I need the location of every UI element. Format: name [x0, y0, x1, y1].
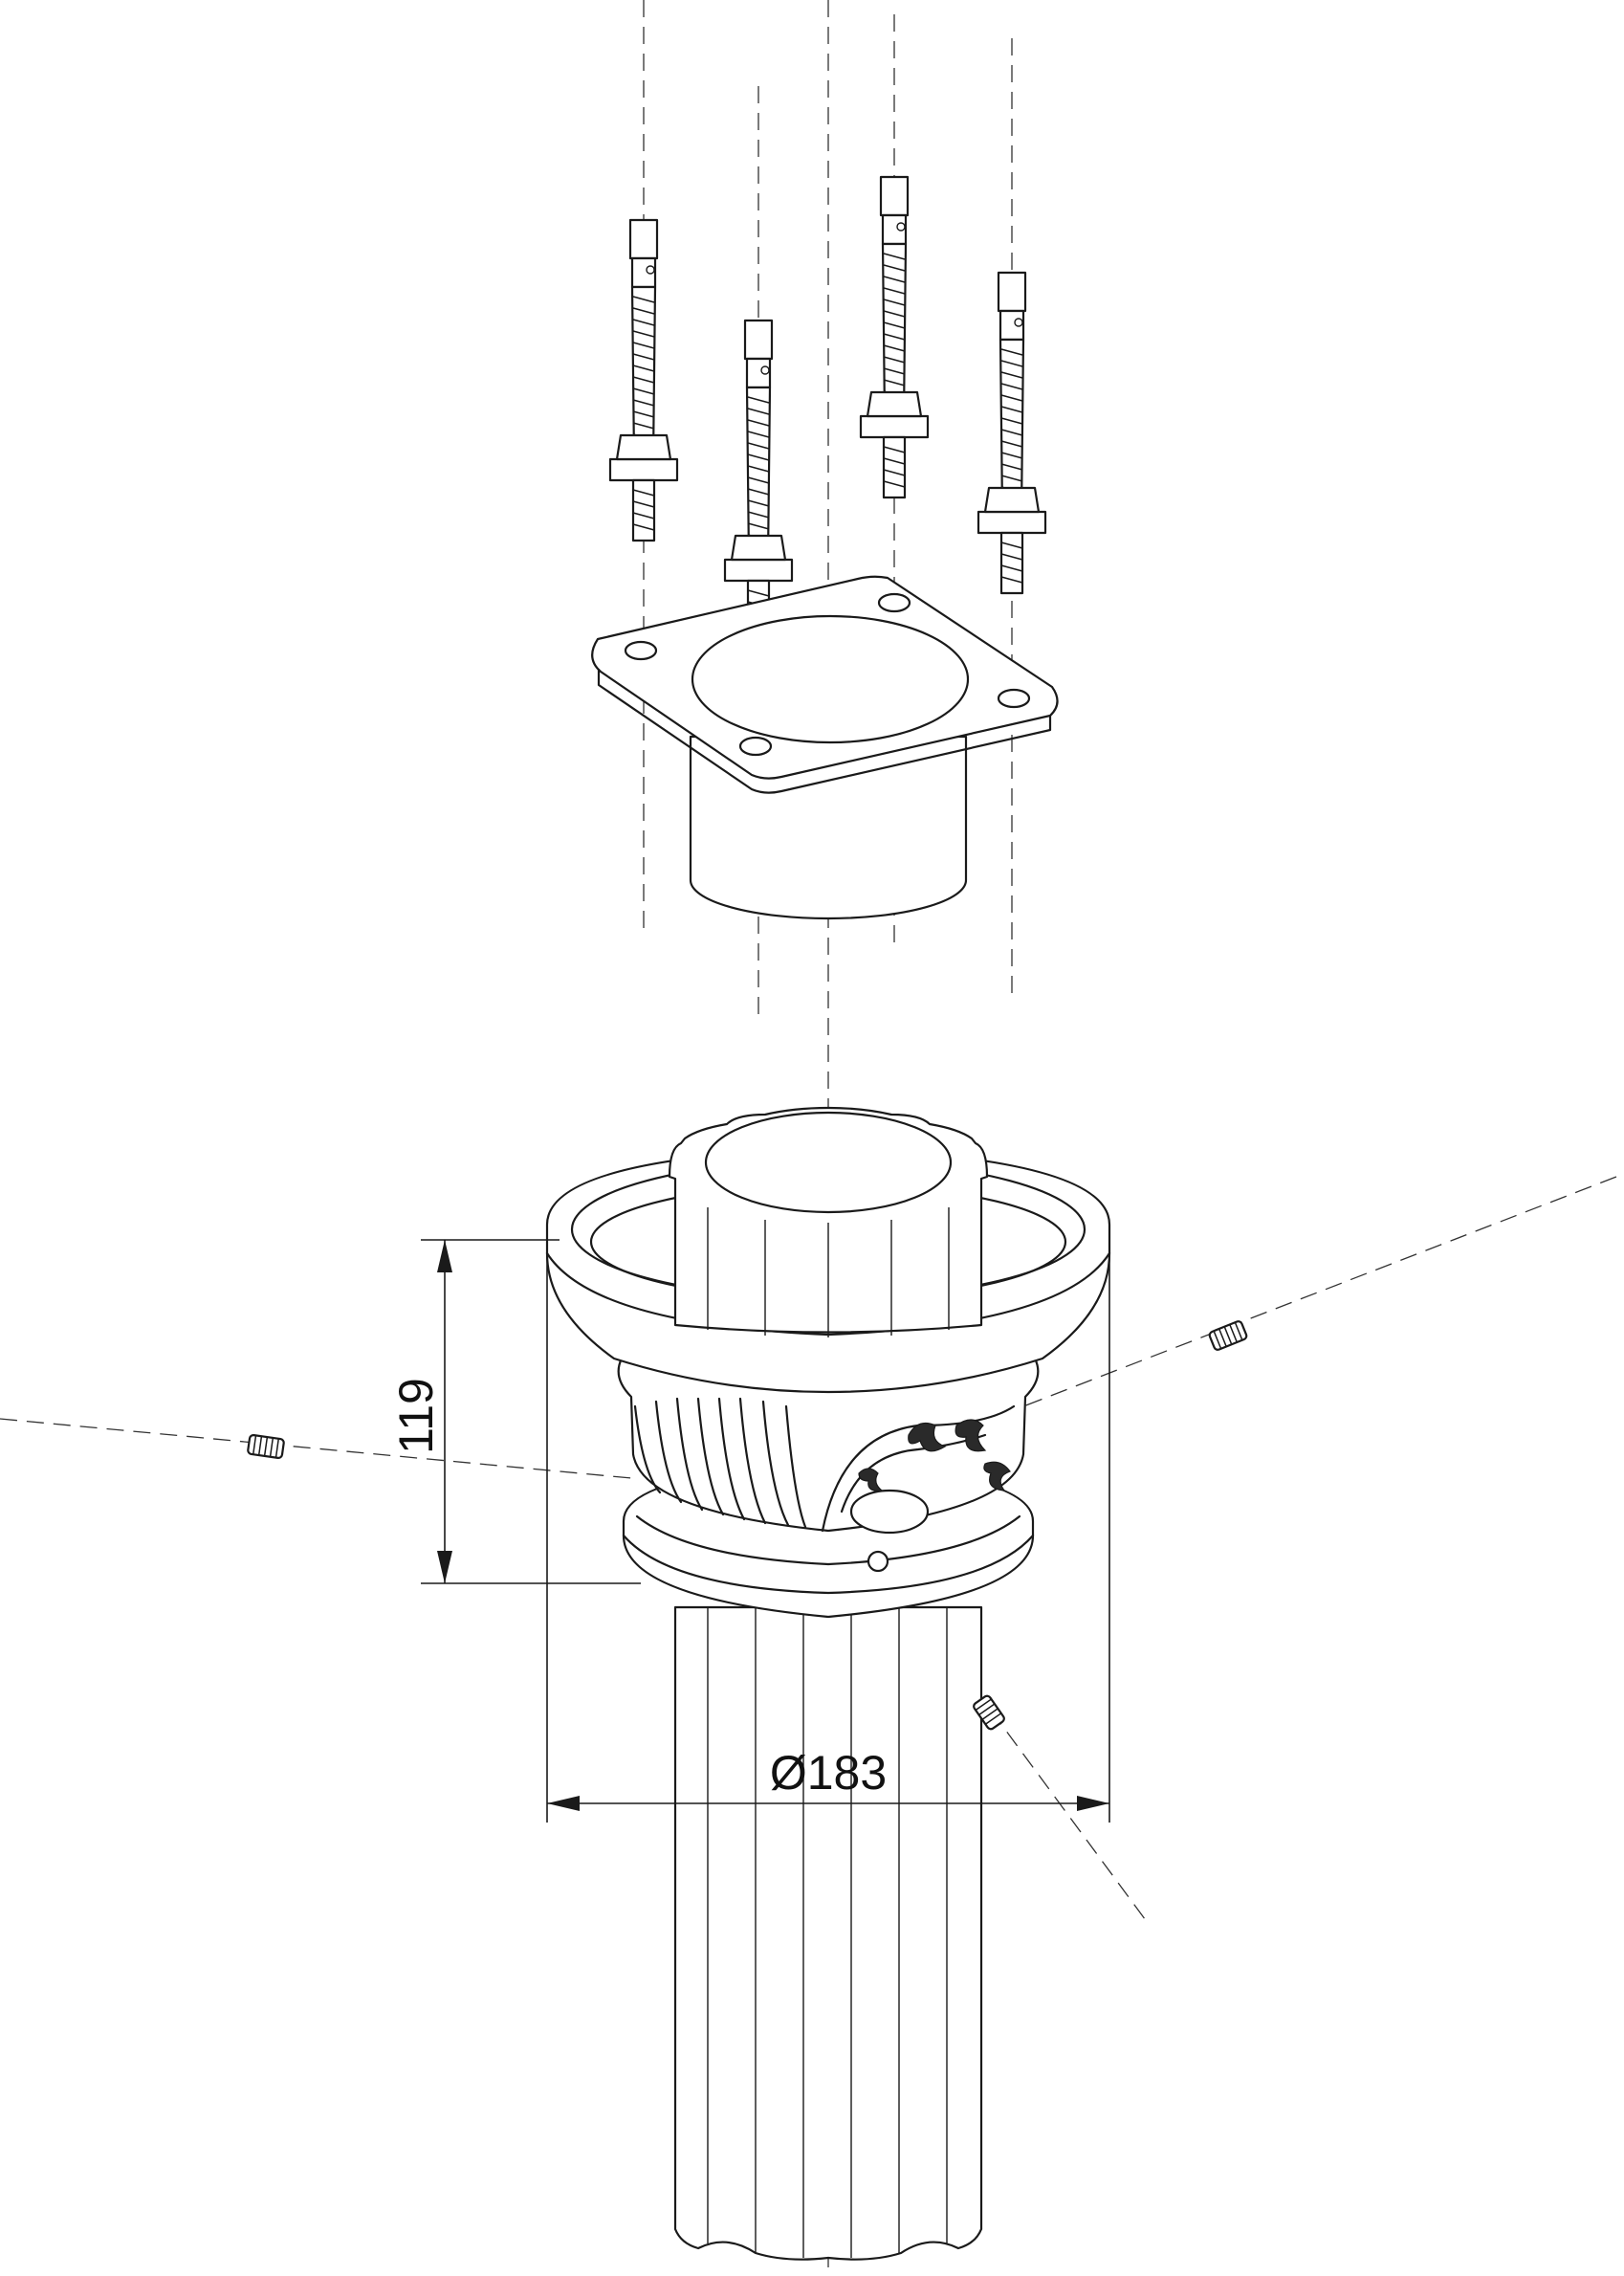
ornament-leaf-4	[858, 1468, 884, 1492]
grub-screw-front	[973, 1694, 1005, 1731]
bolt-washer	[608, 457, 679, 482]
capital	[545, 1106, 1111, 1619]
bolt-tip	[879, 175, 910, 217]
ornament-leaf-1	[908, 1423, 947, 1452]
bolt-sleeve	[881, 213, 908, 246]
bolt-hole	[646, 265, 655, 275]
bolt-washer	[723, 558, 794, 583]
acanthus-left	[633, 1397, 807, 1529]
bolt-washer	[977, 510, 1047, 535]
core-flutes	[707, 1207, 950, 1337]
column-shaft	[673, 1605, 983, 2261]
anchor-bolt-4	[977, 271, 1047, 595]
bolt-tip	[628, 218, 659, 260]
plate-hole-1	[624, 640, 658, 661]
diameter-dimension-label: Ø183	[770, 1746, 887, 1800]
bolt-end	[999, 531, 1024, 595]
right-screw-axis	[1022, 1176, 1617, 1407]
bolt-nut	[983, 486, 1041, 514]
front-screw-axis	[879, 1558, 1149, 1924]
bolt-hole	[1014, 318, 1023, 327]
core-top-face	[704, 1111, 953, 1214]
bolt-sleeve	[999, 309, 1025, 342]
plate-hole-2	[738, 736, 773, 757]
set-screw-hole	[867, 1550, 889, 1573]
bolt-end	[882, 435, 907, 499]
ornament-leaf-3	[983, 1461, 1011, 1492]
base-plate-assembly	[591, 575, 1059, 920]
arrowhead-right	[1077, 1796, 1109, 1811]
anchor-bolt-1	[608, 218, 679, 542]
arrowhead-bottom	[437, 1551, 452, 1583]
anchor-bolt-2	[723, 319, 794, 643]
diameter-dimension: Ø183	[546, 1248, 1110, 1823]
fluted-column	[673, 1605, 983, 2261]
arrowhead-top	[437, 1240, 452, 1272]
anchor-bolt-3	[859, 175, 930, 499]
bolt-nut	[866, 390, 923, 418]
bolt-sleeve	[745, 357, 772, 389]
bolt-hole	[896, 222, 906, 232]
bolt-sleeve	[630, 256, 657, 289]
bolt-tip	[997, 271, 1027, 313]
arrowhead-left	[547, 1796, 580, 1811]
bolt-nut	[615, 433, 672, 461]
plate-bore	[691, 614, 970, 744]
height-dimension-label: 119	[389, 1378, 443, 1454]
ornament-boss	[849, 1489, 930, 1535]
grub-screw-right	[1208, 1320, 1248, 1351]
column-flutes	[707, 1607, 948, 2258]
bolt-nut	[730, 534, 787, 562]
left-screw-axis	[0, 1418, 632, 1479]
ornament-leaf-2	[955, 1419, 987, 1452]
bolt-hole	[760, 365, 770, 375]
plate-hole-4	[997, 688, 1031, 709]
bolt-end	[631, 478, 656, 542]
plate-hole-3	[877, 592, 911, 613]
height-dimension: 119	[389, 1239, 641, 1584]
bolt-washer	[859, 414, 930, 439]
bolt-tip	[743, 319, 774, 361]
flange-thickness	[597, 668, 1052, 794]
plate-sleeve	[689, 735, 968, 920]
grub-screw-left	[247, 1434, 285, 1459]
